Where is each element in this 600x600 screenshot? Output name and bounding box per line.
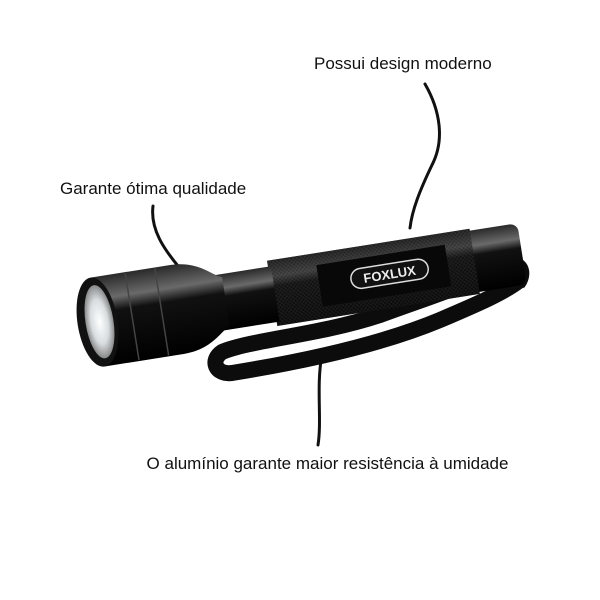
callout-quality: Garante ótima qualidade — [60, 179, 247, 198]
brand-logo: FOXLUX — [350, 258, 429, 290]
callout-line-bottom — [316, 353, 324, 447]
callout-design: Possui design moderno — [314, 54, 492, 73]
callout-line-left — [151, 204, 180, 268]
callout-aluminum: O alumínio garante maior resistência à u… — [146, 454, 509, 473]
body-tube — [211, 266, 280, 331]
wrist-strap — [207, 258, 525, 382]
flashlight-head — [90, 264, 230, 367]
callout-line-top — [408, 82, 441, 230]
tail-cap — [464, 224, 526, 292]
